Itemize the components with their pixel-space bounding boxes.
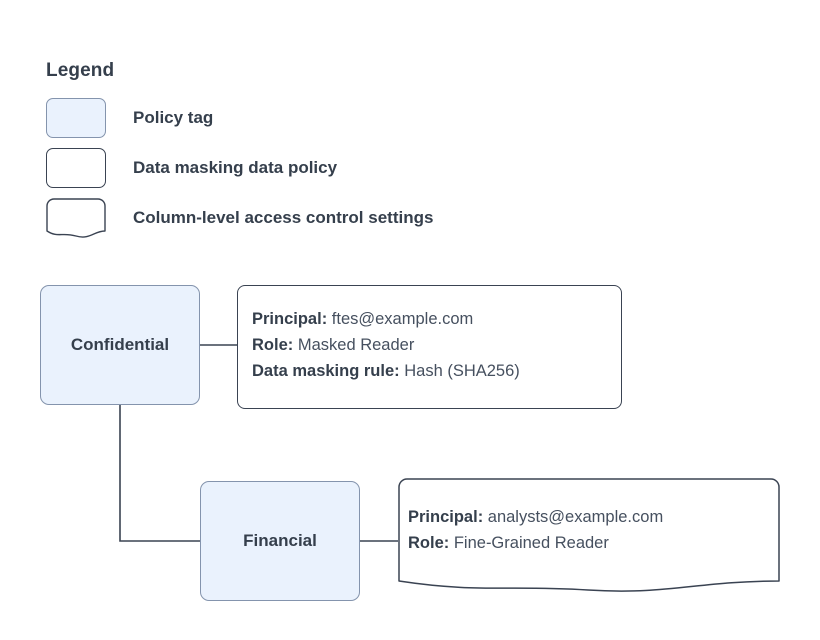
legend-item-label: Policy tag xyxy=(133,108,214,127)
principal-value: ftes@example.com xyxy=(331,310,474,328)
masking-rule-value: Hash (SHA256) xyxy=(404,362,520,380)
detail-text-financial: Principal: analysts@example.com Role: Fi… xyxy=(408,504,663,556)
role-value: Masked Reader xyxy=(297,336,415,354)
detail-box-confidential: Principal: ftes@example.com Role: Masked… xyxy=(237,285,622,409)
node-financial[interactable]: Financial xyxy=(200,481,360,601)
policy-tag-swatch xyxy=(46,98,106,138)
legend-item-label: Column-level access control settings xyxy=(133,208,434,227)
role-label: Role: xyxy=(408,534,450,552)
legend-title: Legend xyxy=(46,60,115,81)
note-shape xyxy=(398,478,780,592)
detail-text-confidential: Principal: ftes@example.com Role: Masked… xyxy=(252,306,520,384)
column-access-settings-swatch xyxy=(46,198,106,238)
node-label: Financial xyxy=(243,531,317,550)
principal-label: Principal: xyxy=(408,508,484,526)
node-confidential[interactable]: Confidential xyxy=(40,285,200,405)
legend-item-label: Data masking data policy xyxy=(133,158,338,177)
detail-box-financial: Principal: analysts@example.com Role: Fi… xyxy=(398,478,780,598)
detail-line-role: Role: Fine-Grained Reader xyxy=(408,530,663,556)
principal-label: Principal: xyxy=(252,310,328,328)
masking-rule-label: Data masking rule: xyxy=(252,362,400,380)
role-value: Fine-Grained Reader xyxy=(453,534,609,552)
detail-line-principal: Principal: analysts@example.com xyxy=(408,504,663,530)
node-label: Confidential xyxy=(70,335,170,354)
detail-line-masking-rule: Data masking rule: Hash (SHA256) xyxy=(252,358,520,384)
data-masking-policy-swatch xyxy=(46,148,106,188)
principal-value: analysts@example.com xyxy=(487,508,664,526)
role-label: Role: xyxy=(252,336,294,354)
detail-line-principal: Principal: ftes@example.com xyxy=(252,306,520,332)
detail-line-role: Role: Masked Reader xyxy=(252,332,520,358)
